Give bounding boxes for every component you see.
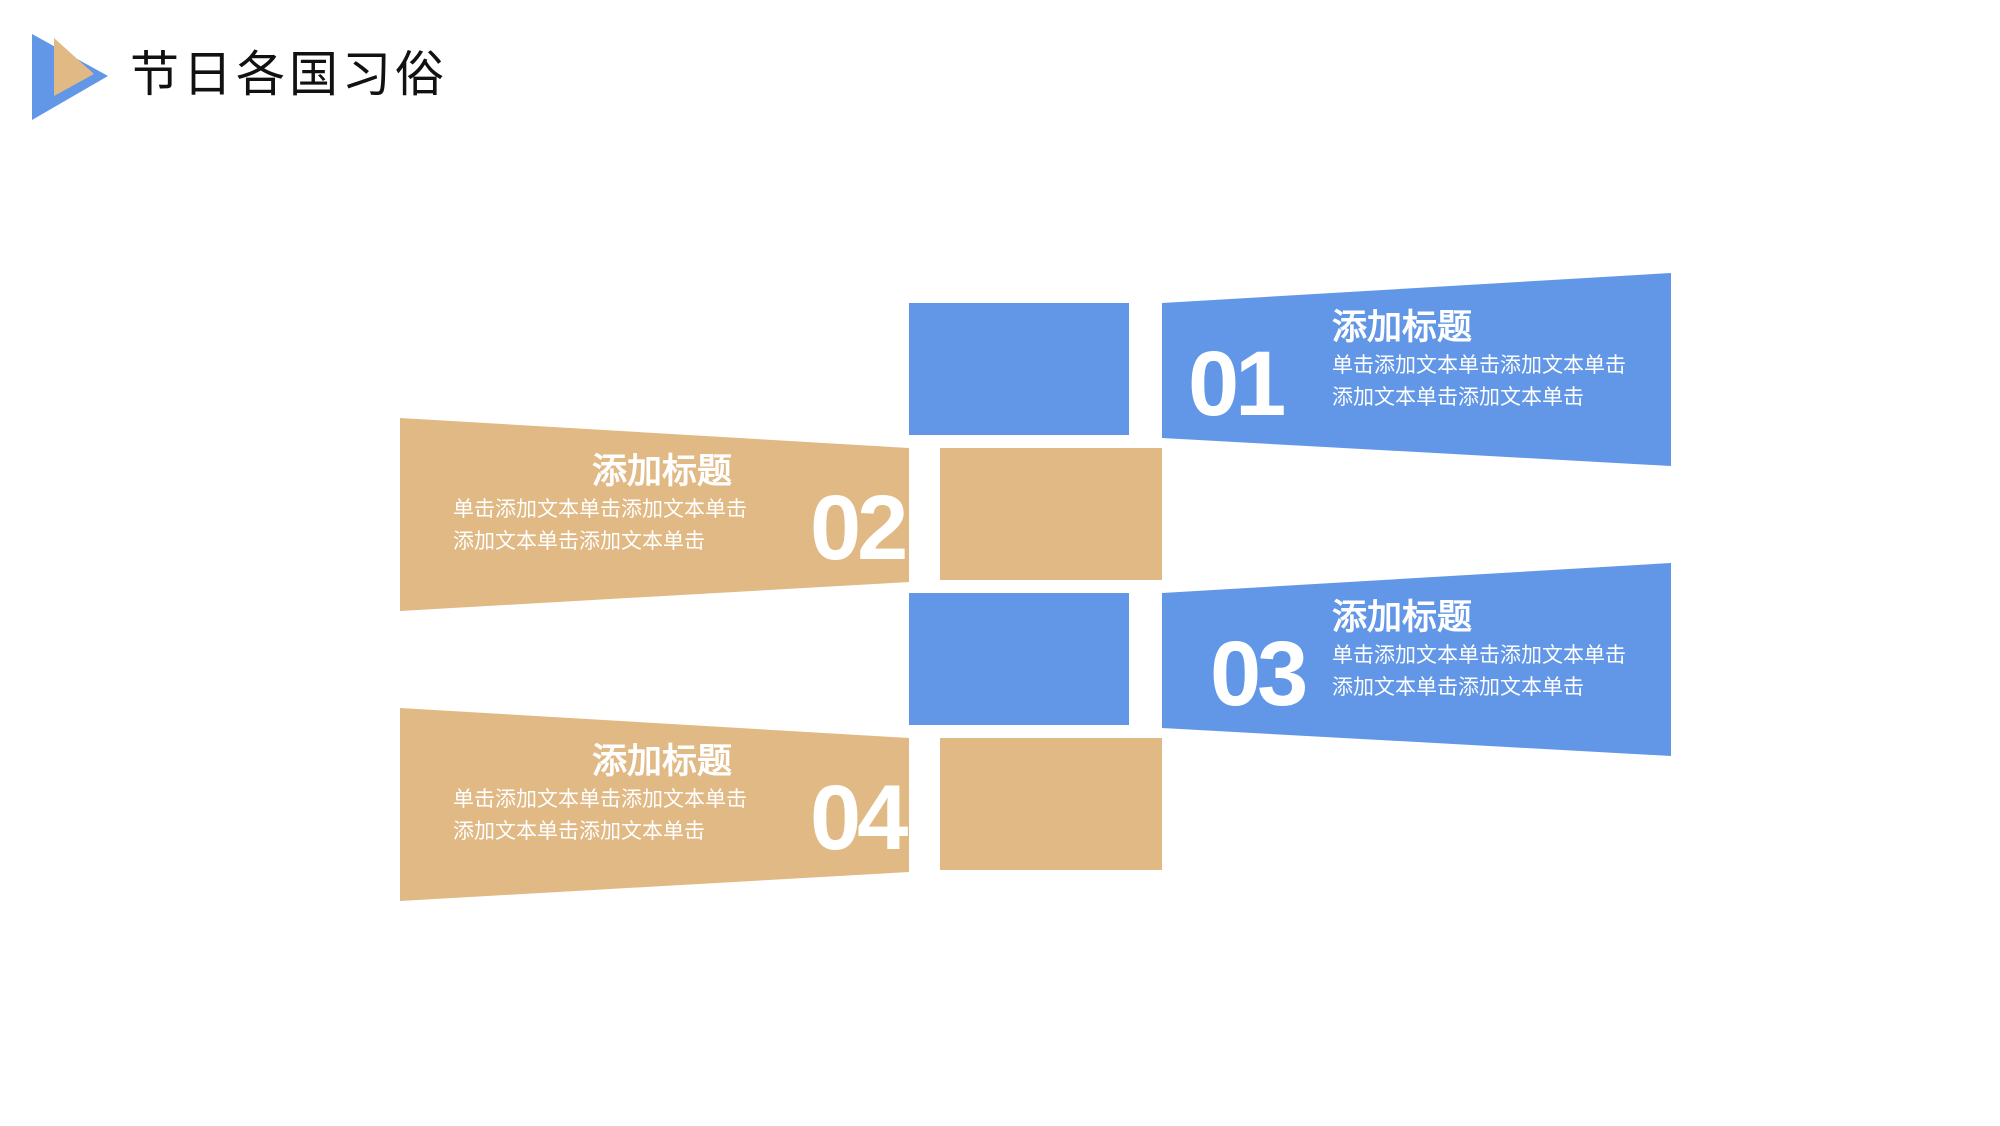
- page-title: 节日各国习俗: [130, 46, 449, 103]
- item-number: 01: [1188, 333, 1286, 435]
- square-03: [909, 593, 1129, 725]
- item-number: 04: [810, 767, 908, 869]
- square-01: [909, 303, 1129, 435]
- square-02: [940, 448, 1162, 580]
- play-triangle-icon: [32, 34, 108, 120]
- banner-03: [1162, 563, 1671, 756]
- item-body: 单击添加文本单击添加文本单击添加文本单击添加文本单击: [453, 497, 747, 553]
- banner-04: [400, 708, 909, 901]
- item-heading: 添加标题: [1332, 308, 1473, 348]
- item-number: 03: [1210, 623, 1308, 725]
- banner-01: [1162, 273, 1671, 466]
- item-heading: 添加标题: [592, 742, 733, 782]
- banner-02: [400, 418, 909, 611]
- item-body: 单击添加文本单击添加文本单击添加文本单击添加文本单击: [453, 787, 747, 843]
- square-04: [940, 738, 1162, 870]
- item-body: 单击添加文本单击添加文本单击添加文本单击添加文本单击: [1332, 643, 1626, 699]
- item-heading: 添加标题: [1332, 598, 1473, 638]
- item-number: 02: [810, 477, 908, 579]
- item-heading: 添加标题: [592, 452, 733, 492]
- item-body: 单击添加文本单击添加文本单击添加文本单击添加文本单击: [1332, 353, 1626, 409]
